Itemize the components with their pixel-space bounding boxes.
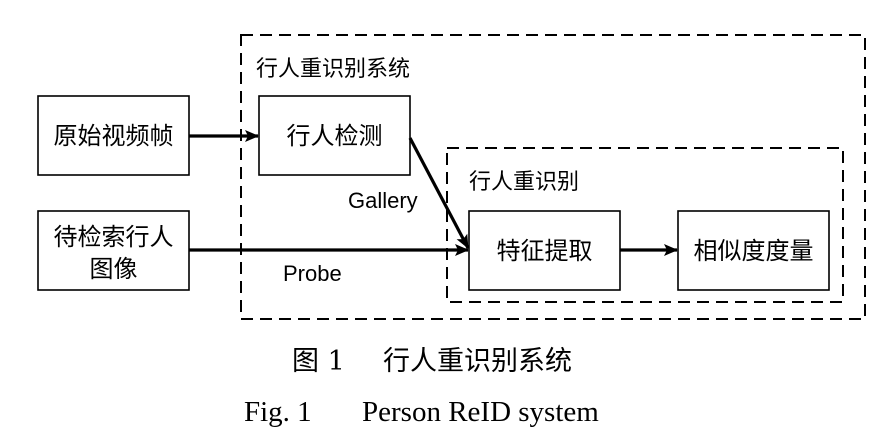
similarity-label: 相似度度量 [694, 237, 814, 265]
query-image-label-line1: 待检索行人 [54, 223, 174, 251]
detection-label: 行人检测 [287, 122, 383, 150]
system-group-label: 行人重识别系统 [256, 57, 410, 82]
reid-group-frame [446, 147, 844, 303]
caption-en-number: Fig. 1 [244, 396, 312, 428]
gallery-edge-label: Gallery [348, 188, 418, 213]
caption-en-title: Person ReID system [362, 396, 599, 428]
query-image-node [37, 210, 190, 291]
query-image-label-line2: 图像 [90, 255, 138, 283]
feature-extraction-label: 特征提取 [497, 237, 593, 265]
similarity-node [677, 210, 830, 291]
detection-node [258, 95, 411, 176]
reid-group-label: 行人重识别 [469, 170, 579, 195]
detection-to-feature-arrow [408, 137, 470, 249]
raw-frames-node [37, 95, 190, 176]
system-group-frame [240, 34, 866, 320]
caption-cn-title: 行人重识别系统 [383, 346, 572, 377]
feature-extraction-node [468, 210, 621, 291]
raw-frames-label: 原始视频帧 [54, 122, 174, 150]
probe-edge-label: Probe [283, 261, 342, 286]
caption-cn-number: 图 1 [292, 346, 345, 377]
